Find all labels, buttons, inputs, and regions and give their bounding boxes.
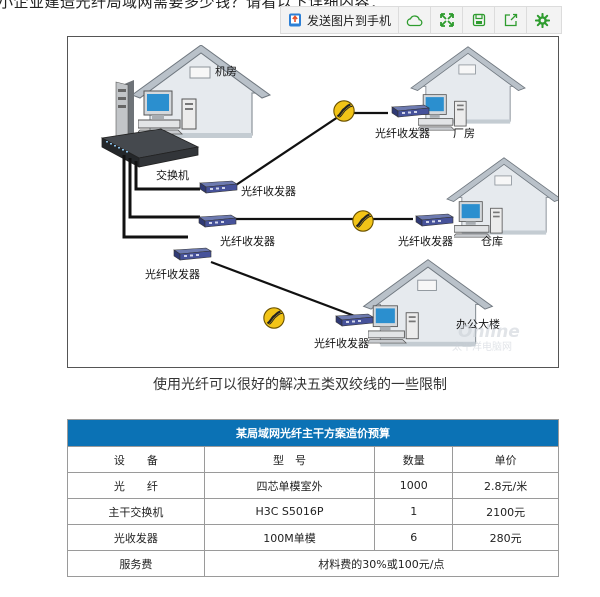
expand-button[interactable]	[431, 7, 464, 33]
table-cell: 2.8元/米	[452, 472, 559, 499]
table-cell: 1	[374, 498, 454, 525]
table-cell: 6	[374, 524, 454, 551]
watermark: Online 太平洋电脑网	[452, 322, 520, 353]
table-cell: 100M单模	[203, 524, 376, 551]
send-to-phone-button[interactable]: 发送图片到手机	[281, 7, 400, 33]
label-warehouse: 仓库	[481, 234, 503, 248]
label-transceiver: 光纤收发器	[220, 234, 275, 248]
settings-button[interactable]	[527, 7, 558, 33]
cloud-icon	[406, 14, 423, 26]
table-row: 光 纤 四芯单模室外 1000 2.8元/米	[67, 472, 559, 499]
table-cell: 280元	[452, 524, 559, 551]
fiber-splice-icon	[332, 99, 356, 123]
server-rack	[115, 80, 134, 148]
table-header-row: 设 备 型 号 数量 单价	[67, 446, 559, 473]
column-header: 数量	[374, 446, 454, 473]
table-cell: 主干交换机	[67, 498, 205, 525]
table-cell: 1000	[374, 472, 454, 499]
column-header: 型 号	[203, 446, 376, 473]
save-button[interactable]	[463, 7, 496, 33]
table-title: 某局域网光纤主干方案造价预算	[67, 419, 559, 447]
label-office: 办公大楼	[456, 317, 500, 331]
label-transceiver: 光纤收发器	[375, 126, 430, 140]
settings-icon	[535, 12, 551, 28]
fiber-splice-icon	[351, 209, 375, 233]
save-icon	[472, 13, 485, 27]
table-cell: 2100元	[452, 498, 559, 525]
table-cell: 服务费	[67, 550, 205, 577]
fiber-splice-icon	[262, 306, 286, 330]
table-row: 光收发器 100M单模 6 280元	[67, 524, 559, 551]
send-phone-icon	[289, 13, 301, 27]
column-header: 单价	[452, 446, 559, 473]
share-icon	[504, 13, 517, 27]
share-button[interactable]	[495, 7, 528, 33]
table-cell: 四芯单模室外	[203, 472, 376, 499]
send-to-phone-label: 发送图片到手机	[307, 13, 392, 28]
table-row: 服务费 材料费的30%或100元/点	[67, 550, 560, 577]
watermark-text: 太平洋电脑网	[452, 340, 512, 353]
table-cell: 光收发器	[67, 524, 205, 551]
watermark-brand: Online	[458, 322, 520, 342]
label-transceiver: 光纤收发器	[241, 184, 296, 198]
question-text: 小企业建造光纤局域网需要多少钱？请看以下详细内容：	[0, 0, 386, 11]
image-toolbar: 发送图片到手机	[280, 6, 562, 34]
price-table: 某局域网光纤主干方案造价预算 设 备 型 号 数量 单价 光 纤 四芯单模室外 …	[67, 419, 560, 577]
switch-device	[100, 128, 200, 168]
cloud-button[interactable]	[399, 7, 432, 33]
table-row: 主干交换机 H3C S5016P 1 2100元	[67, 498, 559, 525]
table-cell: 材料费的30%或100元/点	[203, 550, 560, 577]
label-factory: 厂房	[453, 127, 475, 140]
image-caption: 使用光纤可以很好的解决五类双绞线的一些限制	[153, 377, 447, 393]
label-transceiver: 光纤收发器	[145, 267, 200, 281]
label-server-room: 机房	[215, 64, 237, 78]
label-transceiver: 光纤收发器	[314, 336, 369, 350]
label-switch: 交换机	[156, 168, 189, 182]
expand-icon	[439, 13, 454, 27]
column-header: 设 备	[67, 446, 205, 473]
network-diagram: 机房 交换机 光纤收发器 光纤收发器 光纤收发器 光纤收发器 光纤收发器 光纤收…	[67, 36, 559, 368]
table-cell: H3C S5016P	[203, 498, 376, 525]
label-transceiver: 光纤收发器	[398, 234, 453, 248]
table-cell: 光 纤	[67, 472, 205, 499]
